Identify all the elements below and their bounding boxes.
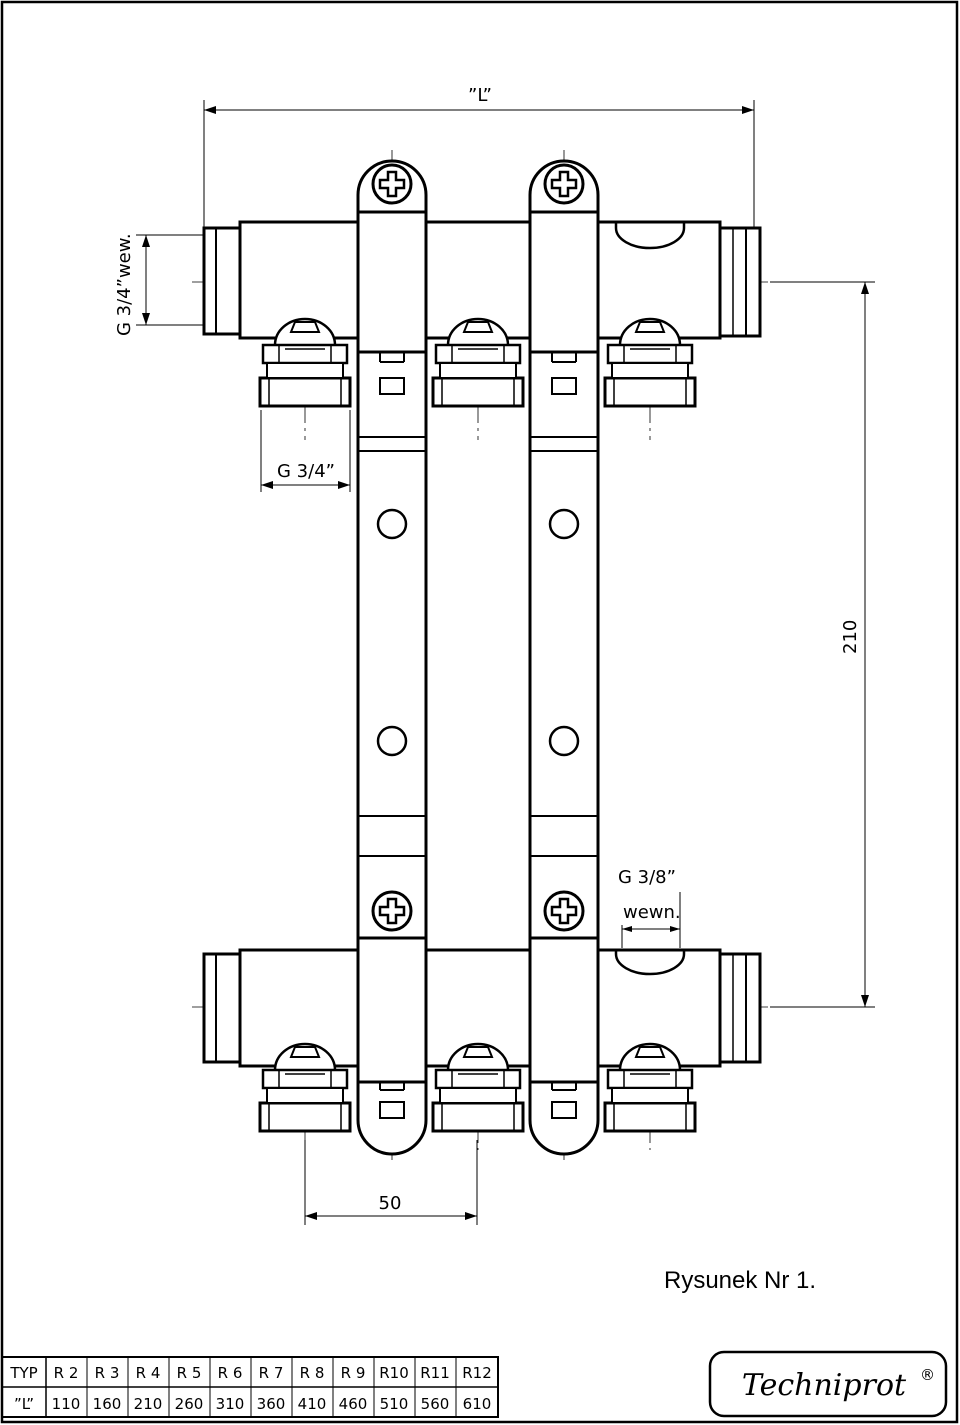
table-type-cell: R12 [462, 1364, 492, 1382]
table-length-cell: 260 [175, 1395, 204, 1413]
vent-thread-note: wewn. [623, 902, 681, 923]
table-length-cell: 310 [216, 1395, 245, 1413]
table-type-cell: R 3 [95, 1364, 120, 1382]
table-length-cell: 410 [298, 1395, 327, 1413]
table-length-cell: 210 [134, 1395, 163, 1413]
brand-logo: Techniprot ® [708, 1350, 948, 1418]
dimension-spacing: 50 [304, 1140, 478, 1225]
brand-name: Techniprot [742, 1368, 907, 1403]
inlet-thread-label: G 3/4”wew. [114, 233, 135, 336]
screws [371, 163, 585, 932]
table-length-cell: 160 [93, 1395, 122, 1413]
table-type-cell: R 4 [136, 1364, 161, 1382]
dimension-outlet-thread: G 3/4” [260, 410, 351, 492]
outlet-fittings-top [258, 317, 697, 408]
dimension-inlet-thread: G 3/4”wew. [114, 233, 208, 336]
height-label: 210 [840, 620, 861, 654]
table-type-cell: R11 [420, 1364, 450, 1382]
dimension-length: ”L” [203, 85, 755, 232]
dimension-vent-thread: G 3/8” wewn. [618, 867, 681, 948]
figure-caption: Rysunek Nr 1. [664, 1267, 816, 1294]
table-length-cell: 360 [257, 1395, 286, 1413]
table-type-cell: R 7 [259, 1364, 284, 1382]
spacing-label: 50 [379, 1193, 402, 1214]
table-header-label: TYP [9, 1364, 37, 1382]
vent-thread-label: G 3/8” [618, 867, 676, 888]
table-length-cell: 510 [380, 1395, 409, 1413]
type-length-table: TYP ”L” R 2 R 3 R 4 R 5 R 6 R 7 R 8 R 9 … [1, 1356, 499, 1418]
table-type-cell: R10 [379, 1364, 409, 1382]
table-length-cell: 610 [463, 1395, 492, 1413]
registered-mark: ® [920, 1366, 935, 1384]
table-type-cell: R 9 [341, 1364, 366, 1382]
table-type-cell: R 5 [177, 1364, 202, 1382]
table-type-cell: R 8 [300, 1364, 325, 1382]
outlet-fittings-bottom [258, 1042, 697, 1133]
dimension-height: 210 [770, 281, 875, 1008]
table-row-label: ”L” [14, 1395, 34, 1413]
table-length-cell: 460 [339, 1395, 368, 1413]
length-label: ”L” [468, 85, 492, 106]
table-type-cell: R 2 [54, 1364, 79, 1382]
outlet-thread-label: G 3/4” [277, 461, 335, 482]
table-length-cell: 110 [52, 1395, 81, 1413]
table-type-cell: R 6 [218, 1364, 243, 1382]
table-length-cell: 560 [421, 1395, 450, 1413]
